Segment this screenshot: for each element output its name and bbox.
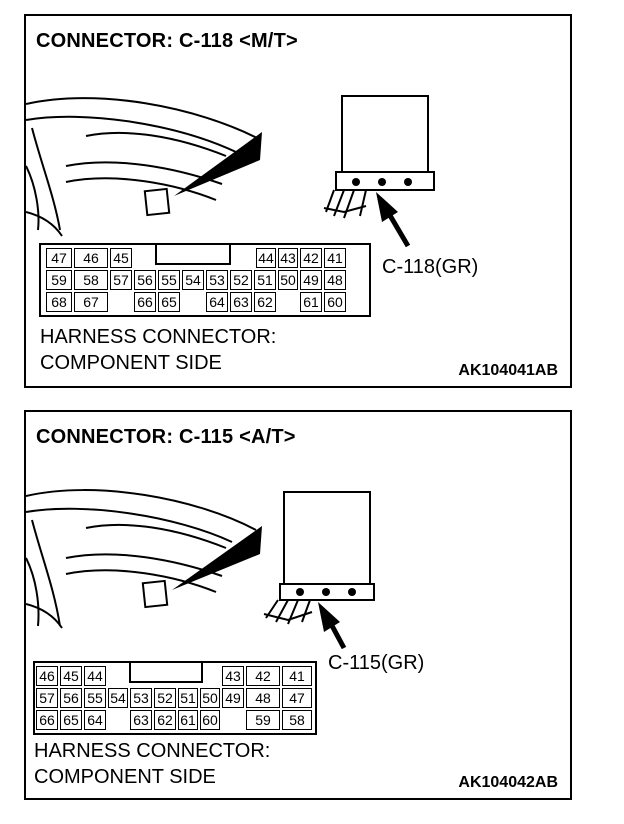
pin-cell: 46: [36, 666, 58, 686]
pin-cell: 48: [324, 270, 346, 290]
dashboard-connector-shape: [141, 579, 169, 609]
pin-cell: 64: [206, 292, 228, 312]
pin-cell: 60: [324, 292, 346, 312]
pin-cell: 66: [134, 292, 156, 312]
pin-cell: 42: [246, 666, 280, 686]
pin-cell: 57: [110, 270, 132, 290]
pin-cell: 42: [300, 248, 322, 268]
pin-cell: 60: [200, 710, 220, 730]
harness-connector-caption: HARNESS CONNECTOR: COMPONENT SIDE: [34, 738, 270, 790]
pin-cell: 51: [254, 270, 276, 290]
pin-cell: 41: [282, 666, 312, 686]
connector-panel-c118: CONNECTOR: C-118 <M/T>: [24, 14, 572, 388]
pointer-wedge: [172, 526, 262, 590]
harness-caption-line2: COMPONENT SIDE: [34, 766, 216, 788]
harness-connector-outline: [39, 243, 371, 317]
pin-cell: 53: [206, 270, 228, 290]
pin-cell: 52: [230, 270, 252, 290]
pin-cell: 64: [84, 710, 106, 730]
panel-title: CONNECTOR: C-115 <A/T>: [36, 426, 296, 448]
pin-cell: 59: [246, 710, 280, 730]
pin-cell: 66: [36, 710, 58, 730]
pin-cell: 56: [60, 688, 82, 708]
pin-cell: 63: [130, 710, 152, 730]
pin-cell: 53: [130, 688, 152, 708]
dashboard-connector-shape: [143, 187, 171, 217]
pin-cell: 48: [246, 688, 280, 708]
pin-cell: 50: [278, 270, 298, 290]
pointer-wedge: [174, 132, 262, 196]
pin-cell: 65: [60, 710, 82, 730]
vehicle-location-illustration: [26, 489, 375, 735]
figure-code: AK104042AB: [458, 774, 558, 791]
harness-connector-caption: HARNESS CONNECTOR: COMPONENT SIDE: [40, 324, 276, 376]
vehicle-location-illustration: [26, 95, 435, 317]
pin-cell: 47: [282, 688, 312, 708]
callout-arrow: [318, 602, 347, 650]
connector-callout-label: C-115(GR): [328, 652, 425, 674]
pin-cell: 65: [158, 292, 180, 312]
connector-panel-c115: CONNECTOR: C-115 <A/T>: [24, 410, 572, 800]
callout-arrow: [376, 192, 411, 248]
pin-cell: 44: [256, 248, 276, 268]
pin-cell: 50: [200, 688, 220, 708]
pin-cell: 59: [46, 270, 72, 290]
connector-callout-label: C-118(GR): [382, 256, 479, 278]
panel-title: CONNECTOR: C-118 <M/T>: [36, 30, 298, 52]
pin-cell: 41: [324, 248, 346, 268]
pin-cell: 63: [230, 292, 252, 312]
pin-cell: 61: [300, 292, 322, 312]
pin-cell: 43: [222, 666, 244, 686]
pin-cell: 49: [300, 270, 322, 290]
pin-cell: 46: [74, 248, 108, 268]
figure-code: AK104041AB: [458, 362, 558, 379]
ecu-module-shape: [263, 491, 375, 625]
harness-connector-outline: [33, 661, 317, 735]
pin-cell: 68: [46, 292, 72, 312]
steering-column-outline: [31, 127, 61, 231]
steering-column-outline: [31, 519, 61, 627]
pin-cell: 45: [60, 666, 82, 686]
pin-cell: 54: [108, 688, 128, 708]
pin-cell: 49: [222, 688, 244, 708]
pin-cell: 62: [154, 710, 176, 730]
dashboard-top-edge: [26, 489, 257, 531]
pin-cell: 55: [84, 688, 106, 708]
pin-cell: 54: [182, 270, 204, 290]
pin-cell: 43: [278, 248, 298, 268]
harness-caption-line1: HARNESS CONNECTOR:: [34, 740, 271, 762]
pin-cell: 58: [282, 710, 312, 730]
pin-cell: 47: [46, 248, 72, 268]
pin-cell: 61: [178, 710, 198, 730]
pin-cell: 57: [36, 688, 58, 708]
pin-cell: 55: [158, 270, 180, 290]
pin-cell: 58: [74, 270, 108, 290]
pin-cell: 56: [134, 270, 156, 290]
harness-caption-line1: HARNESS CONNECTOR:: [40, 326, 277, 348]
pin-cell: 52: [154, 688, 176, 708]
pin-cell: 44: [84, 666, 106, 686]
pin-cell: 45: [110, 248, 132, 268]
pin-cell: 62: [254, 292, 276, 312]
pin-cell: 67: [74, 292, 108, 312]
ecu-module-shape: [323, 95, 435, 219]
pin-cell: 51: [178, 688, 198, 708]
harness-caption-line2: COMPONENT SIDE: [40, 352, 222, 374]
dashboard-top-edge: [26, 97, 262, 141]
